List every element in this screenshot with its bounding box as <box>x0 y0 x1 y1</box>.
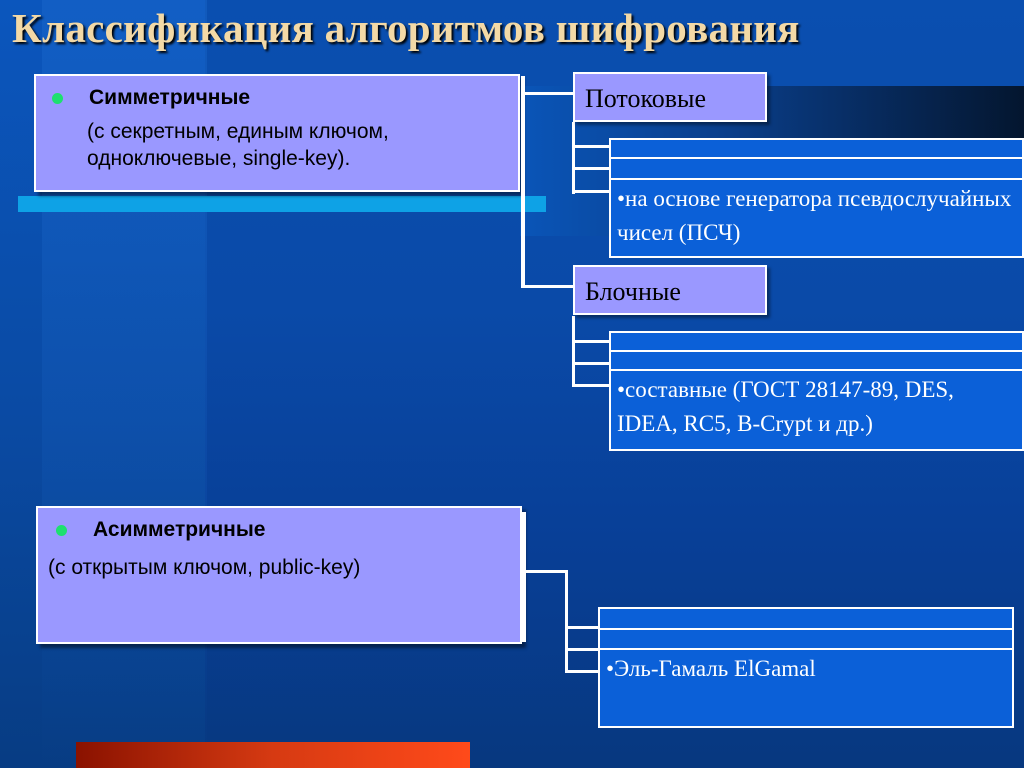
public-key-algorithm-box: •Эль-Гамаль ElGamal <box>598 648 1014 728</box>
connector-line <box>565 570 568 672</box>
symmetric-heading: Симметричные <box>89 86 251 109</box>
connector-line <box>522 512 526 642</box>
symmetric-heading-row: Симметричные <box>52 86 508 110</box>
symmetric-description: (с секретным, единым ключом, одноключевы… <box>87 120 389 170</box>
connector-line <box>572 190 612 193</box>
stream-algorithm-box: •на основе генератора псевдослучайных чи… <box>609 178 1024 258</box>
connector-line <box>572 362 612 365</box>
stream-category-label: Потоковые <box>573 72 767 122</box>
cyan-accent-bar <box>18 196 546 212</box>
asymmetric-panel: Асимметричные (с открытым ключом, public… <box>36 506 522 644</box>
red-accent-bar <box>76 742 470 768</box>
connector-line <box>572 340 612 343</box>
asymmetric-heading: Асимметричные <box>93 518 266 541</box>
connector-line <box>522 570 568 573</box>
connector-line <box>572 122 575 194</box>
asymmetric-heading-row: Асимметричные <box>48 518 510 542</box>
connector-line <box>572 384 612 387</box>
connector-line <box>565 626 601 629</box>
symmetric-panel: Симметричные (с секретным, единым ключом… <box>34 74 520 192</box>
connector-line <box>565 648 601 651</box>
connector-line <box>521 285 573 288</box>
connector-line <box>565 670 601 673</box>
bullet-icon <box>56 524 67 536</box>
bullet-icon <box>52 92 63 104</box>
connector-line <box>572 316 575 386</box>
connector-line <box>521 76 525 288</box>
block-algorithm-box: •составные (ГОСТ 28147-89, DES, IDEA, RC… <box>609 369 1024 451</box>
connector-line <box>572 167 612 170</box>
slide-title: Классификация алгоритмов шифрования <box>12 5 800 51</box>
block-category-label: Блочные <box>573 265 767 315</box>
connector-line <box>572 145 612 148</box>
connector-line <box>521 92 573 95</box>
asymmetric-description: (с открытым ключом, public-key) <box>48 556 361 579</box>
